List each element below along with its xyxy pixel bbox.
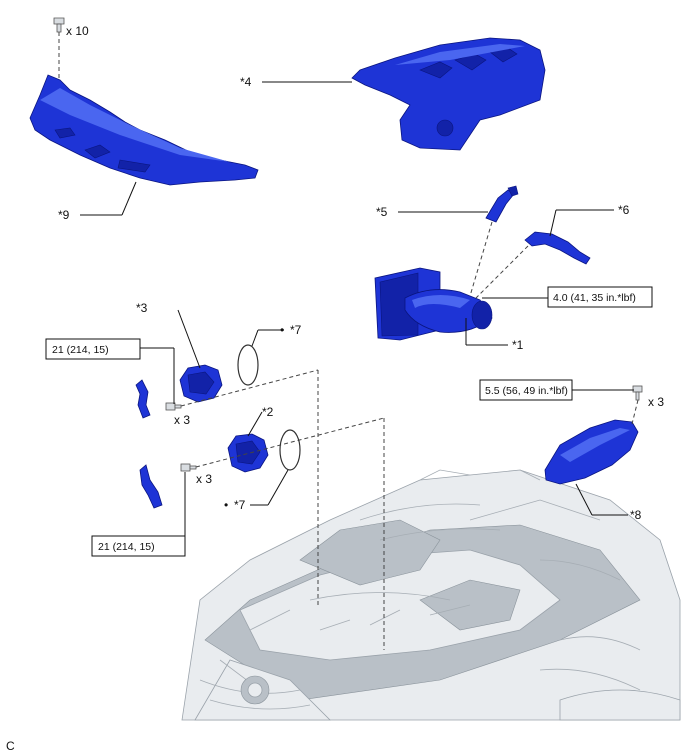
callout-5: *5 [376, 205, 388, 219]
callout-7-lower: *7 [234, 498, 246, 512]
actuator-lower-part [227, 433, 269, 473]
torque-box-air-cleaner [547, 286, 653, 308]
bolt-quantity-lower: x 3 [196, 472, 212, 486]
torque-value-upper: 21 (214, 15) [52, 344, 109, 356]
callout-9: *9 [58, 208, 70, 222]
bolt-upper-icon [165, 402, 182, 411]
bolt-lower-icon [180, 463, 197, 472]
bullet-upper: • [280, 323, 284, 337]
vent-hose-part [485, 185, 519, 223]
torque-box-lower [91, 535, 186, 557]
callout-8: *8 [630, 508, 642, 522]
callout-2: *2 [262, 405, 274, 419]
bolt-cover-icon [632, 385, 643, 401]
engine-bay-illustration [181, 469, 681, 721]
callout-4: *4 [240, 75, 252, 89]
radiator-support-cover-part [29, 74, 259, 186]
air-hose-part [524, 231, 591, 265]
air-cleaner-part [374, 267, 493, 341]
torque-value-cover: 5.5 (56, 49 in.*lbf) [485, 385, 568, 397]
bracket-upper-part [135, 379, 151, 419]
figure-code: C [6, 739, 15, 753]
torque-box-cover [479, 379, 573, 401]
callout-3: *3 [136, 301, 148, 315]
torque-value-lower: 21 (214, 15) [98, 541, 155, 553]
callout-1: *1 [512, 338, 524, 352]
o-ring-upper [237, 344, 259, 386]
fastener-quantity-10: x 10 [66, 24, 89, 38]
callout-7-upper: *7 [290, 323, 302, 337]
bolt-quantity-upper: x 3 [174, 413, 190, 427]
bullet-lower: • [224, 498, 228, 512]
bracket-lower-part [139, 464, 163, 509]
side-cover-part [544, 419, 639, 485]
callout-6: *6 [618, 203, 630, 217]
bolt-quantity-cover: x 3 [648, 395, 664, 409]
o-ring-lower [279, 429, 301, 471]
torque-value-air-cleaner: 4.0 (41, 35 in.*lbf) [553, 292, 636, 304]
clip-fastener-icon [53, 17, 65, 33]
actuator-upper-part [179, 364, 223, 403]
torque-box-upper [45, 338, 141, 360]
engine-cover-part [351, 37, 546, 151]
